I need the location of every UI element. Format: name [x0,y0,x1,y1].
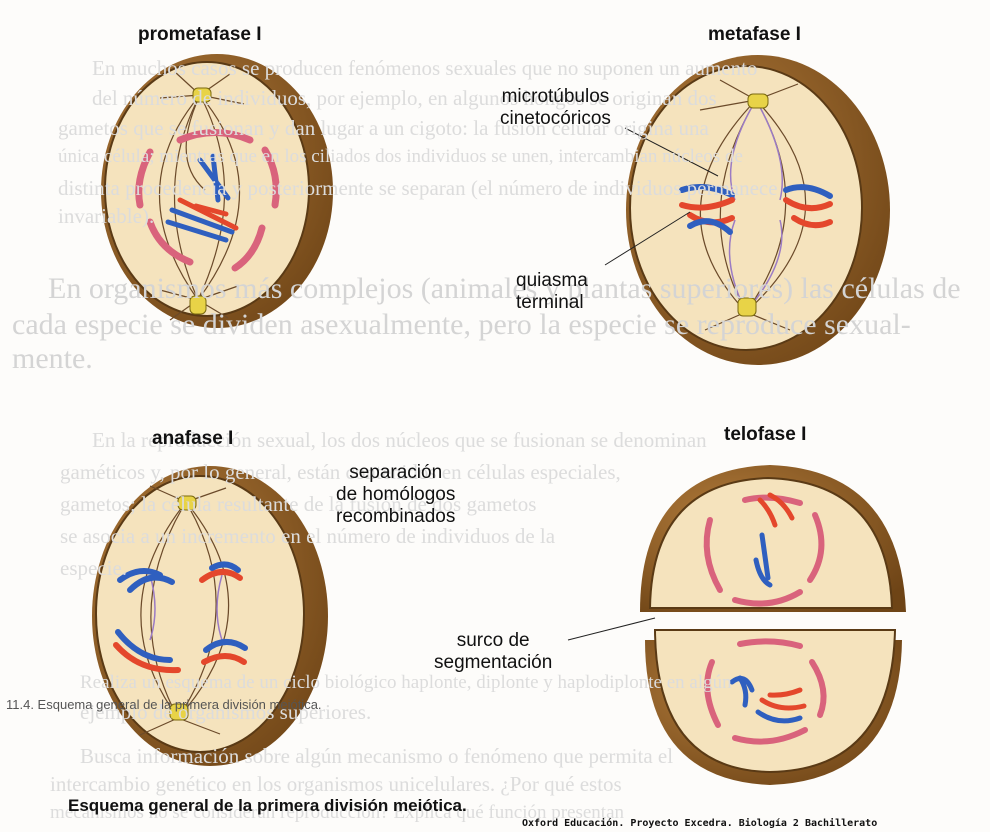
source-credit: Oxford Educación. Proyecto Excedra. Biol… [522,818,878,829]
label-quiasma: quiasma terminal [516,270,588,313]
label-separacion: separación de homólogos recombinados [336,462,456,527]
metafase-cell [604,55,890,365]
title-telofase: telofase I [724,424,807,445]
prometafase-cell [101,54,333,328]
title-anafase: anafase I [152,428,234,449]
title-prometafase: prometafase I [138,24,262,45]
label-surco: surco de segmentación [434,630,553,673]
anafase-cell [92,466,328,766]
telofase-cells [567,465,906,785]
title-metafase: metafase I [708,24,801,45]
figure-caption: Esquema general de la primera división m… [68,796,467,815]
label-microtubulos: microtúbulos cinetocóricos [500,86,611,129]
figure-reference-note: 11.4. Esquema general de la primera divi… [6,697,322,712]
